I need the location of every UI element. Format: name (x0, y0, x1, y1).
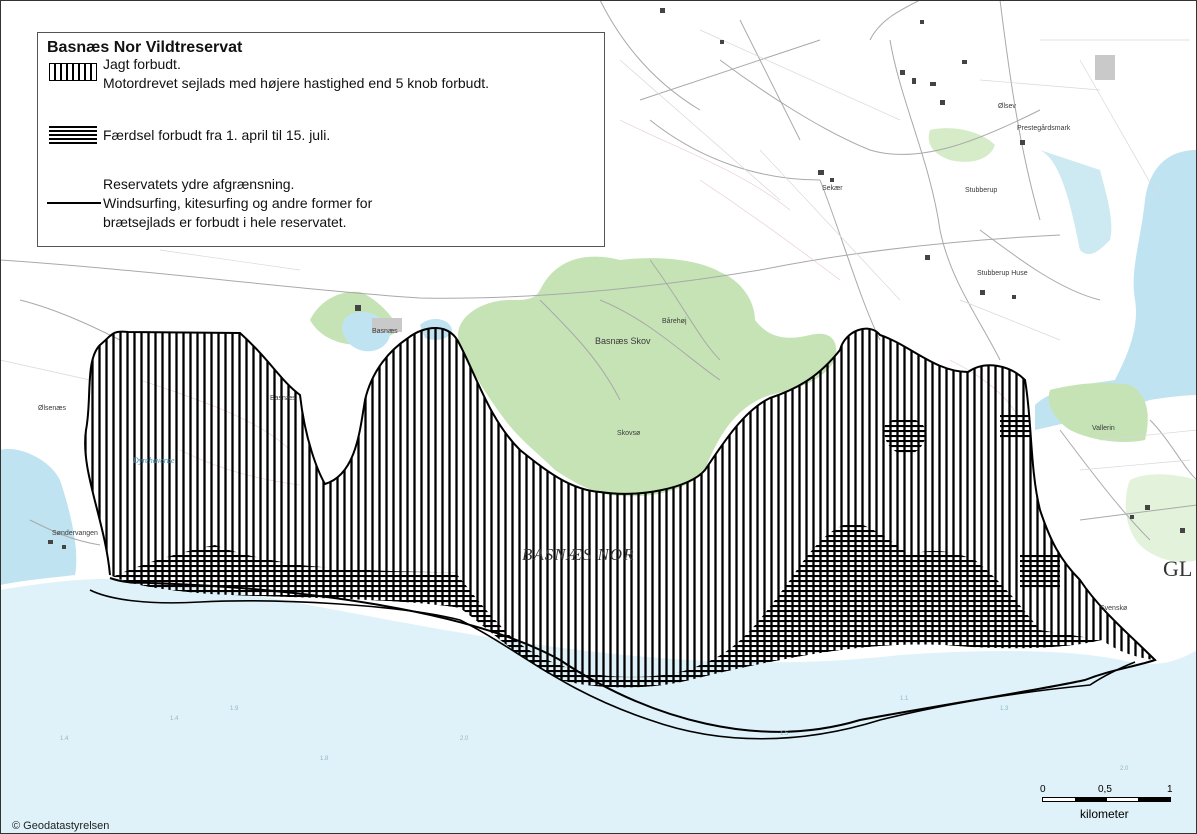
place-label: Ølsev (998, 103, 1016, 110)
field-boundaries (0, 29, 1197, 471)
place-label: Stubberup Huse (977, 270, 1028, 277)
legend-line: Jagt forbudt. (103, 56, 181, 72)
copyright-notice: © Geodatastyrelsen (12, 820, 110, 832)
pond (1130, 344, 1160, 368)
svg-text:1.9: 1.9 (230, 706, 239, 712)
scale-bar-graphic (1042, 797, 1171, 802)
depth-soundings: 1.4 1.9 1.8 2.0 1.5 1.1 1.3 1.4 2.0 (60, 696, 1129, 772)
vertical-hatch-swatch (49, 63, 97, 81)
place-label: Basnæs (372, 328, 398, 335)
basnaes-skov-forest (458, 256, 837, 497)
sea-area (0, 579, 1197, 834)
town-edge-label: GL (1163, 556, 1193, 581)
legend-line: brætsejlads er forbudt i hele reservatet… (103, 214, 347, 230)
svg-text:1.1: 1.1 (900, 696, 909, 702)
forest-patch-north (928, 128, 995, 162)
road-network (0, 0, 1197, 546)
building-block (372, 318, 402, 332)
map-legend: Basnæs Nor Vildtreservat Jagt forbudt. M… (37, 32, 605, 247)
place-label: Basnæs (270, 395, 296, 402)
scale-tick-label: 0 (1040, 784, 1046, 795)
legend-line: Windsurfing, kitesurfing og andre former… (103, 195, 373, 211)
legend-line: Motordrevet sejlads med højere hastighed… (103, 75, 490, 91)
place-label: Prestegårdsmark (1017, 125, 1071, 132)
place-label: Vallerin (1092, 425, 1115, 432)
place-label: Ølsenæs (38, 405, 67, 412)
lagoon-label: Dyrehaverne (133, 456, 175, 465)
forest-patch-south-east (1125, 474, 1197, 562)
svg-text:2.0: 2.0 (460, 736, 469, 742)
place-label: Svenskø (1100, 605, 1128, 612)
forest-patch-east (1048, 382, 1148, 442)
svg-text:1.5: 1.5 (780, 731, 789, 737)
place-label: Stubberup (965, 187, 998, 194)
place-label: Søndervangen (52, 530, 98, 537)
marsh-north-east (1040, 150, 1112, 255)
building-block (1095, 55, 1115, 80)
legend-item-boundary: Reservatets ydre afgrænsning. Windsurfin… (103, 175, 372, 232)
legend-title: Basnæs Nor Vildtreservat (47, 39, 243, 56)
svg-text:1.8: 1.8 (320, 756, 329, 762)
place-label: Skovsø (617, 430, 641, 437)
svg-text:2.0: 2.0 (1120, 766, 1129, 772)
place-label: Bårehøj (662, 318, 687, 325)
svg-text:1.4: 1.4 (170, 716, 179, 722)
legend-line: Færdsel forbudt fra 1. april til 15. jul… (103, 127, 331, 143)
horizontal-hatch-swatch (49, 126, 97, 144)
legend-item-seasonal-closure: Færdsel forbudt fra 1. april til 15. jul… (103, 126, 330, 145)
scale-bar: 0 0,5 1 kilometer (1040, 784, 1175, 822)
seasonal-closure-hatch (110, 415, 1102, 688)
place-label: Sekær (822, 185, 843, 192)
legend-line: Reservatets ydre afgrænsning. (103, 176, 295, 192)
svg-text:1.4: 1.4 (60, 736, 69, 742)
scale-unit-label: kilometer (1080, 807, 1129, 821)
sea-boundary-line (89, 589, 1136, 740)
western-water (0, 449, 77, 585)
scale-tick-label: 1 (1167, 784, 1173, 795)
forest-label: Basnæs Skov (595, 336, 651, 346)
svg-text:1.3: 1.3 (1000, 706, 1009, 712)
reserve-boundary-line (84, 326, 1157, 733)
buildings (48, 8, 1185, 549)
scale-tick-label: 0,5 (1098, 784, 1112, 795)
boundary-line-swatch (47, 202, 101, 204)
legend-item-hunting-ban: Jagt forbudt. Motordrevet sejlads med hø… (103, 55, 489, 93)
water-body-label: BASNÆS NOR (522, 545, 635, 564)
